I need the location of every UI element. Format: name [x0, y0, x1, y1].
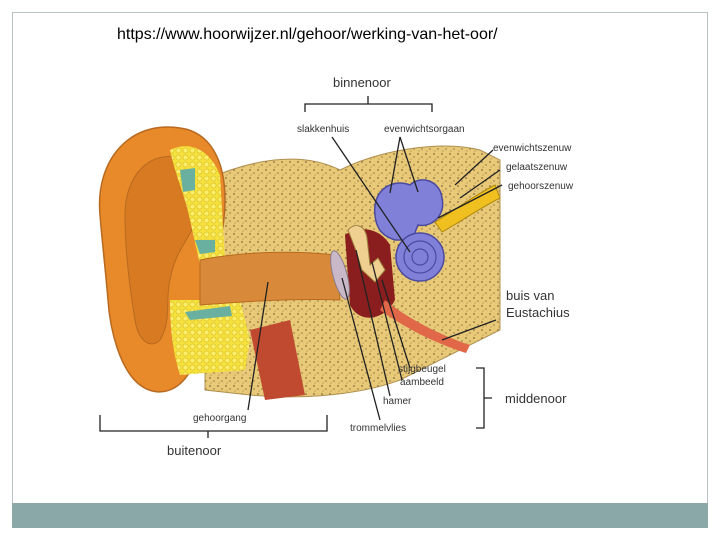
line-evenwichtsorgaan-2	[399, 136, 419, 193]
cochlea	[395, 232, 445, 282]
pointer-lines	[99, 96, 503, 438]
line-aambeeld	[371, 261, 403, 381]
label-buitenoor: buitenoor	[167, 443, 222, 458]
footer-bar	[12, 503, 708, 528]
line-hamer	[355, 249, 391, 397]
label-gehoorgang: gehoorgang	[193, 413, 246, 424]
label-buis-van: buis van	[506, 288, 554, 303]
label-binnenoor: binnenoor	[333, 75, 391, 90]
muscle-tissue	[250, 320, 305, 400]
label-stijgbeugel: stijgbeugel	[398, 364, 446, 375]
line-evenwichtsorgaan-1	[389, 136, 401, 194]
line-evenwichtszenuw	[454, 149, 494, 186]
label-eustachius: Eustachius	[506, 305, 570, 320]
label-evenwichtsorgaan: evenwichtsorgaan	[384, 124, 465, 135]
source-url: https://www.hoorwijzer.nl/gehoor/werking…	[117, 26, 498, 43]
label-middenoor: middenoor	[505, 391, 567, 406]
bracket-buitenoor	[99, 415, 328, 438]
teal-cartilage-2	[195, 240, 215, 254]
ear-canal	[199, 251, 341, 306]
cochlea-spiral-2	[411, 248, 429, 266]
label-gehoorszenuw: gehoorszenuw	[508, 181, 574, 192]
line-trommelvlies	[341, 277, 381, 421]
label-gelaatszenuw: gelaatszenuw	[506, 162, 568, 173]
ossicles	[347, 225, 386, 283]
label-trommelvlies: trommelvlies	[350, 423, 406, 434]
label-hamer: hamer	[383, 396, 412, 407]
line-eustachius	[441, 319, 497, 341]
line-gehoorgang	[247, 281, 269, 411]
line-gehoorszenuw	[437, 184, 503, 219]
label-evenwichtszenuw: evenwichtszenuw	[493, 143, 572, 154]
teal-cartilage-3	[185, 306, 232, 320]
label-aambeeld: aambeeld	[400, 377, 444, 388]
line-slakkenhuis	[331, 136, 411, 253]
bracket-middenoor	[476, 367, 492, 429]
eustachian-tube	[380, 300, 470, 353]
bracket-binnenoor	[304, 96, 433, 112]
cochlea-spiral-1	[403, 240, 437, 274]
line-stijgbeugel	[381, 279, 411, 369]
teal-cartilage-1	[180, 168, 195, 192]
line-gelaatszenuw	[459, 169, 501, 199]
label-slakkenhuis: slakkenhuis	[297, 124, 349, 135]
